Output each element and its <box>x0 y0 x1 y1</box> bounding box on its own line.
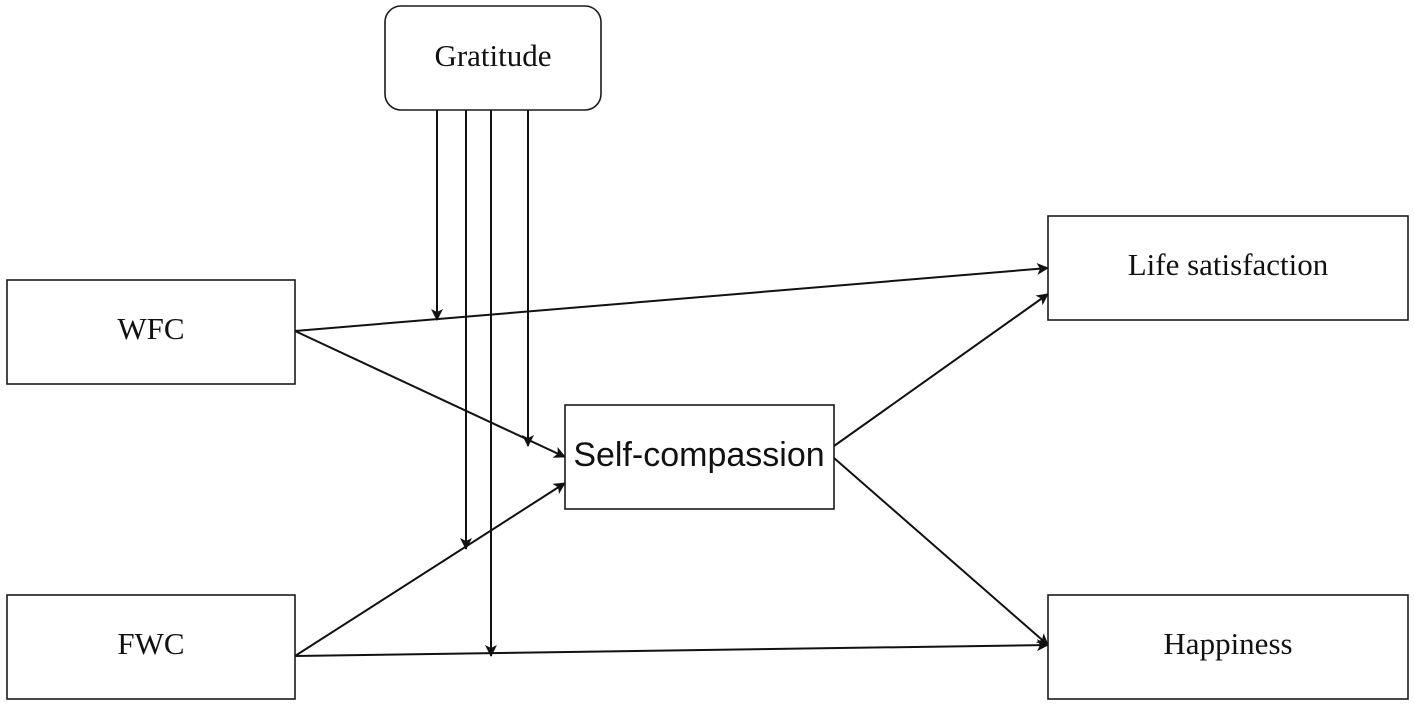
node-self-compassion-box <box>564 404 835 510</box>
edge-fwc-to-self-compassion <box>294 482 566 657</box>
node-fwc-label: FWC <box>117 626 184 661</box>
node-fwc: FWC <box>6 594 296 700</box>
node-happiness-box <box>1047 594 1409 700</box>
edge-self-compassion-to-life-satisfaction <box>833 293 1049 447</box>
edge-wfc-to-self-compassion <box>294 330 566 458</box>
node-happiness: Happiness <box>1047 594 1409 700</box>
edge-self-compassion-to-happiness <box>833 457 1049 646</box>
node-self-compassion: Self-compassion <box>564 404 835 510</box>
node-gratitude-box <box>384 5 602 111</box>
node-self-compassion-label: Self-compassion <box>573 436 824 474</box>
node-gratitude-label: Gratitude <box>434 38 551 73</box>
edge-fwc-to-happiness <box>294 639 1049 657</box>
node-gratitude: Gratitude <box>384 5 602 111</box>
node-wfc: WFC <box>6 279 296 385</box>
edges <box>294 262 1049 657</box>
node-life-satisfaction-box <box>1047 215 1409 321</box>
node-life-satisfaction-label: Life satisfaction <box>1128 247 1329 282</box>
node-wfc-box <box>6 279 296 385</box>
node-happiness-label: Happiness <box>1163 626 1292 661</box>
node-fwc-box <box>6 594 296 700</box>
moderation-edges <box>431 110 534 657</box>
edge-wfc-to-life-satisfaction <box>294 262 1049 332</box>
node-wfc-label: WFC <box>117 311 184 346</box>
node-life-satisfaction: Life satisfaction <box>1047 215 1409 321</box>
